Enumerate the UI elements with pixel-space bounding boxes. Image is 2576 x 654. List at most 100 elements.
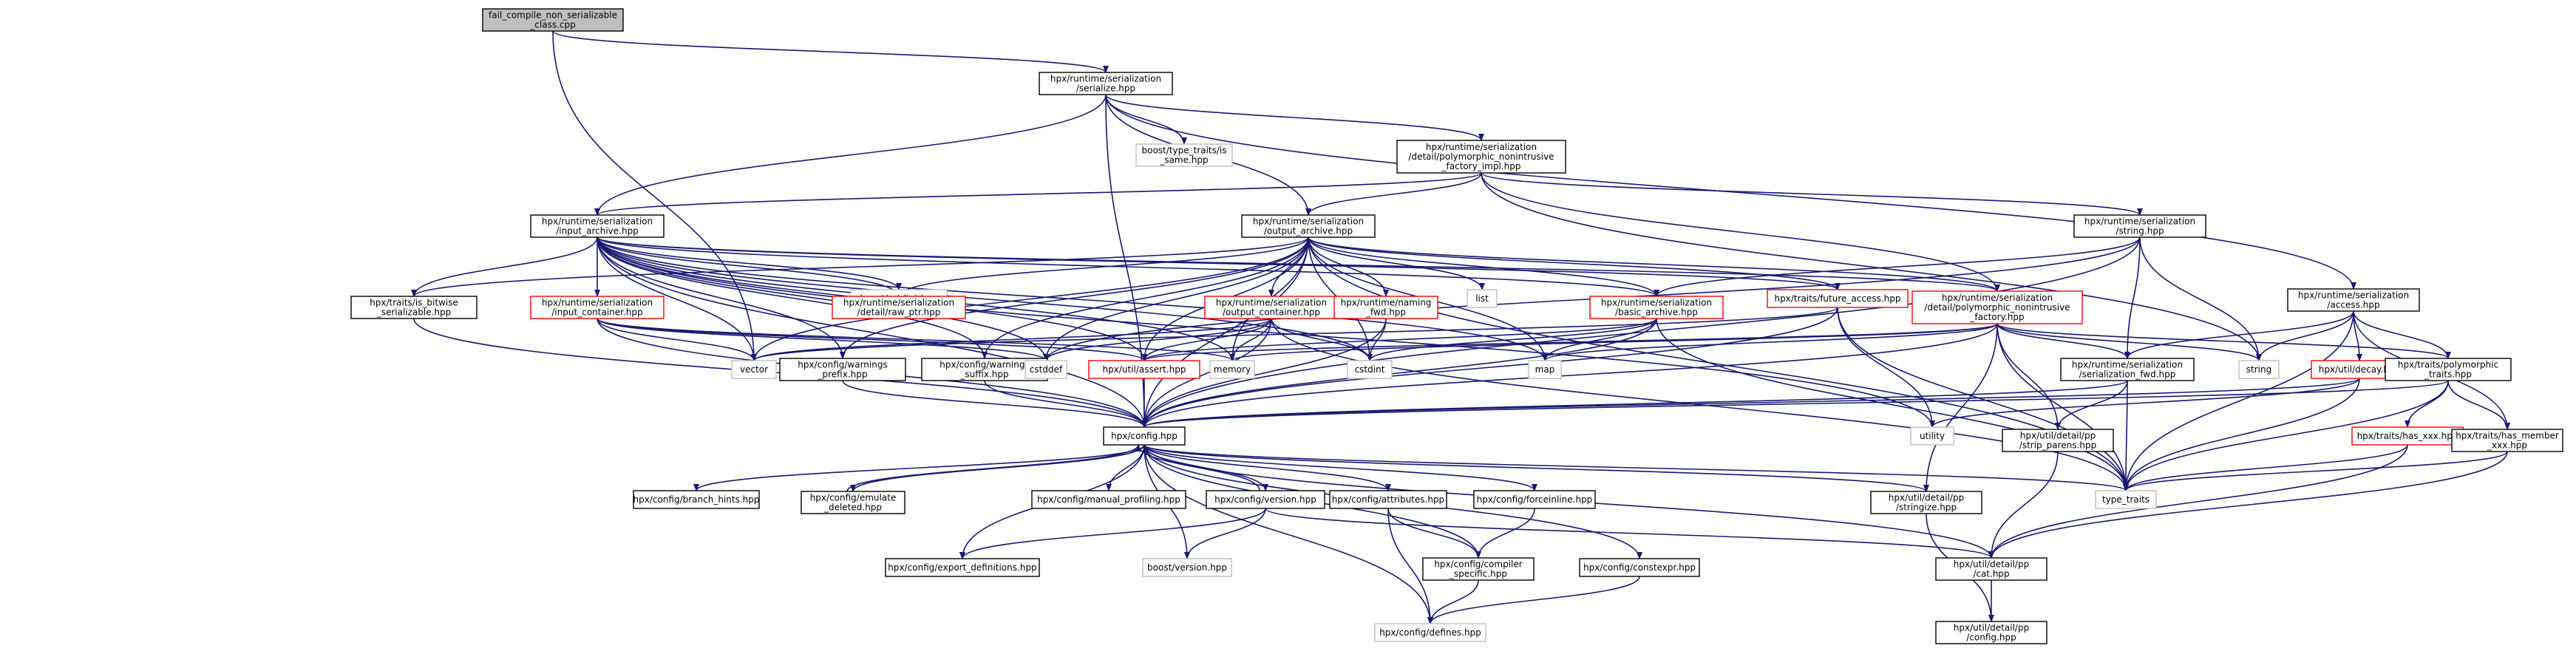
node-memory: memory <box>1209 360 1255 379</box>
node-label-line: utility <box>1920 431 1945 441</box>
node-input-container[interactable]: hpx/runtime/serialization/input_containe… <box>530 296 665 319</box>
node-strip-parens[interactable]: hpx/util/detail/pp/strip_parens.hpp <box>2002 429 2114 452</box>
node-label-line: hpx/traits/polymorphic <box>2398 360 2498 370</box>
node-branch-hints[interactable]: hpx/config/branch_hints.hpp <box>633 490 760 509</box>
edge-input_archive-to-future_access <box>597 236 1841 290</box>
edge-input_container-to-vector <box>597 318 757 361</box>
node-box <box>1579 558 1700 577</box>
node-box <box>2060 358 2195 381</box>
edge-string_hpp-to-ser_fwd <box>2124 236 2141 359</box>
node-has-member[interactable]: hpx/traits/has_member_xxx.hpp <box>2451 429 2563 452</box>
node-box <box>1206 490 1325 509</box>
node-defines: hpx/config/defines.hpp <box>1374 623 1486 642</box>
node-label-line: hpx/util/detail/pp <box>1889 493 1964 503</box>
node-box <box>2451 429 2563 452</box>
node-label-line: hpx/config/warnings <box>939 360 1029 370</box>
edge-access-to-type_traits <box>2123 310 2354 491</box>
node-version[interactable]: hpx/config/version.hpp <box>1206 490 1325 509</box>
edge-output_archive-to-list <box>1308 236 1485 290</box>
node-emulate-deleted[interactable]: hpx/config/emulate_deleted.hpp <box>801 491 905 514</box>
edge-input_archive-to-cstddef <box>597 236 1049 361</box>
edge-future_access-to-type_traits <box>1837 307 2129 491</box>
node-box <box>2238 360 2280 379</box>
node-config[interactable]: hpx/config.hpp <box>1103 426 1186 446</box>
node-is-bitwise[interactable]: hpx/traits/is_bitwise_serializable.hpp <box>350 296 478 319</box>
node-basic-archive[interactable]: hpx/runtime/serialization/basic_archive.… <box>1589 296 1724 319</box>
edge-input_archive-to-basic_archive <box>597 236 1659 297</box>
node-output-archive[interactable]: hpx/runtime/serialization/output_archive… <box>1241 214 1376 238</box>
node-label-line: /input_archive.hpp <box>556 226 639 236</box>
edge-output_container-to-cstddef <box>1043 318 1272 361</box>
node-assert[interactable]: hpx/util/assert.hpp <box>1088 360 1200 379</box>
node-future-access[interactable]: hpx/traits/future_access.hpp <box>1767 289 1909 308</box>
node-label-line: hpx/runtime/naming <box>1341 298 1432 308</box>
node-label-line: hpx/util/detail/pp <box>1954 623 2029 633</box>
node-ser-fwd[interactable]: hpx/runtime/serialization/serialization_… <box>2060 358 2195 381</box>
edge-root-to-serialize <box>552 30 1109 73</box>
node-label-line: type_traits <box>2102 494 2150 505</box>
edge-config-to-attributes <box>1143 444 1391 491</box>
node-cstddef: cstddef <box>1024 360 1067 379</box>
node-box <box>1473 490 1596 509</box>
node-box <box>350 296 478 319</box>
edge-output_archive-to-warn_suffix <box>982 236 1309 359</box>
node-stringize[interactable]: hpx/util/detail/pp/stringize.hpp <box>1870 491 1982 514</box>
edge-is_bitwise-to-config <box>413 318 1147 428</box>
edge-string_hpp-to-config <box>1141 236 2141 428</box>
node-has-xxx[interactable]: hpx/traits/has_xxx.hpp <box>2351 426 2464 446</box>
node-pp-config[interactable]: hpx/util/detail/pp/config.hpp <box>1935 621 2047 644</box>
node-label-line: hpx/runtime/serialization <box>2298 290 2409 301</box>
edge-output_container-to-cstdint <box>1271 318 1373 361</box>
node-cat[interactable]: hpx/util/detail/pp/cat.hpp <box>1935 557 2047 581</box>
edge-input_archive-to-warn_suffix <box>597 236 988 359</box>
node-box <box>2002 429 2114 452</box>
edge-serialize-to-is_same <box>1105 94 1187 145</box>
node-label-line: hpx/runtime/serialization <box>542 217 653 227</box>
node-box <box>1333 296 1438 319</box>
node-forceinline[interactable]: hpx/config/forceinline.hpp <box>1473 490 1596 509</box>
node-label-line: boost/version.hpp <box>1147 562 1227 573</box>
node-poly-impl[interactable]: hpx/runtime/serialization/detail/polymor… <box>1396 140 1566 174</box>
edge-poly_traits-to-has_member <box>2447 380 2510 430</box>
edge-input_container-to-assert <box>597 318 1147 361</box>
node-access[interactable]: hpx/runtime/serialization/access.hpp <box>2287 288 2420 312</box>
node-export-defs[interactable]: hpx/config/export_definitions.hpp <box>885 558 1040 577</box>
node-string-hpp[interactable]: hpx/runtime/serialization/string.hpp <box>2073 214 2206 238</box>
node-label-line: cstddef <box>1030 364 1063 375</box>
node-label-line: cstdint <box>1355 364 1385 375</box>
edge-poly_factory-to-map <box>1542 323 1998 361</box>
node-label-line: hpx/config/attributes.hpp <box>1332 494 1444 505</box>
node-label-line: /detail/raw_ptr.hpp <box>857 307 941 318</box>
node-warn-prefix[interactable]: hpx/config/warnings_prefix.hpp <box>779 358 906 381</box>
node-attributes[interactable]: hpx/config/attributes.hpp <box>1329 490 1447 509</box>
node-root[interactable]: fail_compile_non_serializable_class.cpp <box>482 8 624 32</box>
edge-decay-to-type_traits <box>2123 378 2360 491</box>
node-box <box>633 490 760 509</box>
node-label-line: hpx/util/decay.hpp <box>2319 364 2400 375</box>
node-input-archive[interactable]: hpx/runtime/serialization/input_archive.… <box>530 214 665 238</box>
edge-ser_fwd-to-strip_parens <box>2055 380 2128 430</box>
node-output-container[interactable]: hpx/runtime/serialization/output_contain… <box>1204 296 1339 319</box>
edge-poly_factory-to-stringize <box>1923 323 1998 492</box>
node-label-line: /strip_parens.hpp <box>2019 440 2096 451</box>
node-box <box>1241 214 1376 238</box>
node-poly-traits[interactable]: hpx/traits/polymorphic_traits.hpp <box>2385 358 2512 381</box>
edge-warn_prefix-to-config <box>842 380 1147 428</box>
node-box <box>530 296 665 319</box>
node-raw-ptr[interactable]: hpx/runtime/serialization/detail/raw_ptr… <box>832 296 966 319</box>
node-poly-factory[interactable]: hpx/runtime/serialization/detail/polymor… <box>1911 290 2083 324</box>
edge-basic_archive-to-cstdint <box>1367 318 1657 361</box>
node-serialize[interactable]: hpx/runtime/serialization/serialize.hpp <box>1039 72 1173 95</box>
node-compiler-specific[interactable]: hpx/config/compiler_specific.hpp <box>1422 557 1535 581</box>
edge-output_archive-to-cstddef <box>1043 236 1309 361</box>
node-naming-fwd[interactable]: hpx/runtime/naming_fwd.hpp <box>1333 296 1438 319</box>
edge-output_archive-to-type_traits <box>1308 236 2129 491</box>
node-constexpr[interactable]: hpx/config/constexpr.hpp <box>1579 558 1700 577</box>
node-label-line: hpx/runtime/serialization <box>2072 360 2183 370</box>
node-label-line: hpx/config/warnings <box>798 360 887 370</box>
node-manual-profiling[interactable]: hpx/config/manual_profiling.hpp <box>1031 490 1186 509</box>
node-boost-version: boost/version.hpp <box>1142 558 1232 577</box>
edge-output_container-to-assert <box>1141 318 1272 361</box>
node-is-same: boost/type_traits/is_same.hpp <box>1135 143 1233 167</box>
node-label-line: hpx/runtime/serialization <box>1253 217 1364 227</box>
